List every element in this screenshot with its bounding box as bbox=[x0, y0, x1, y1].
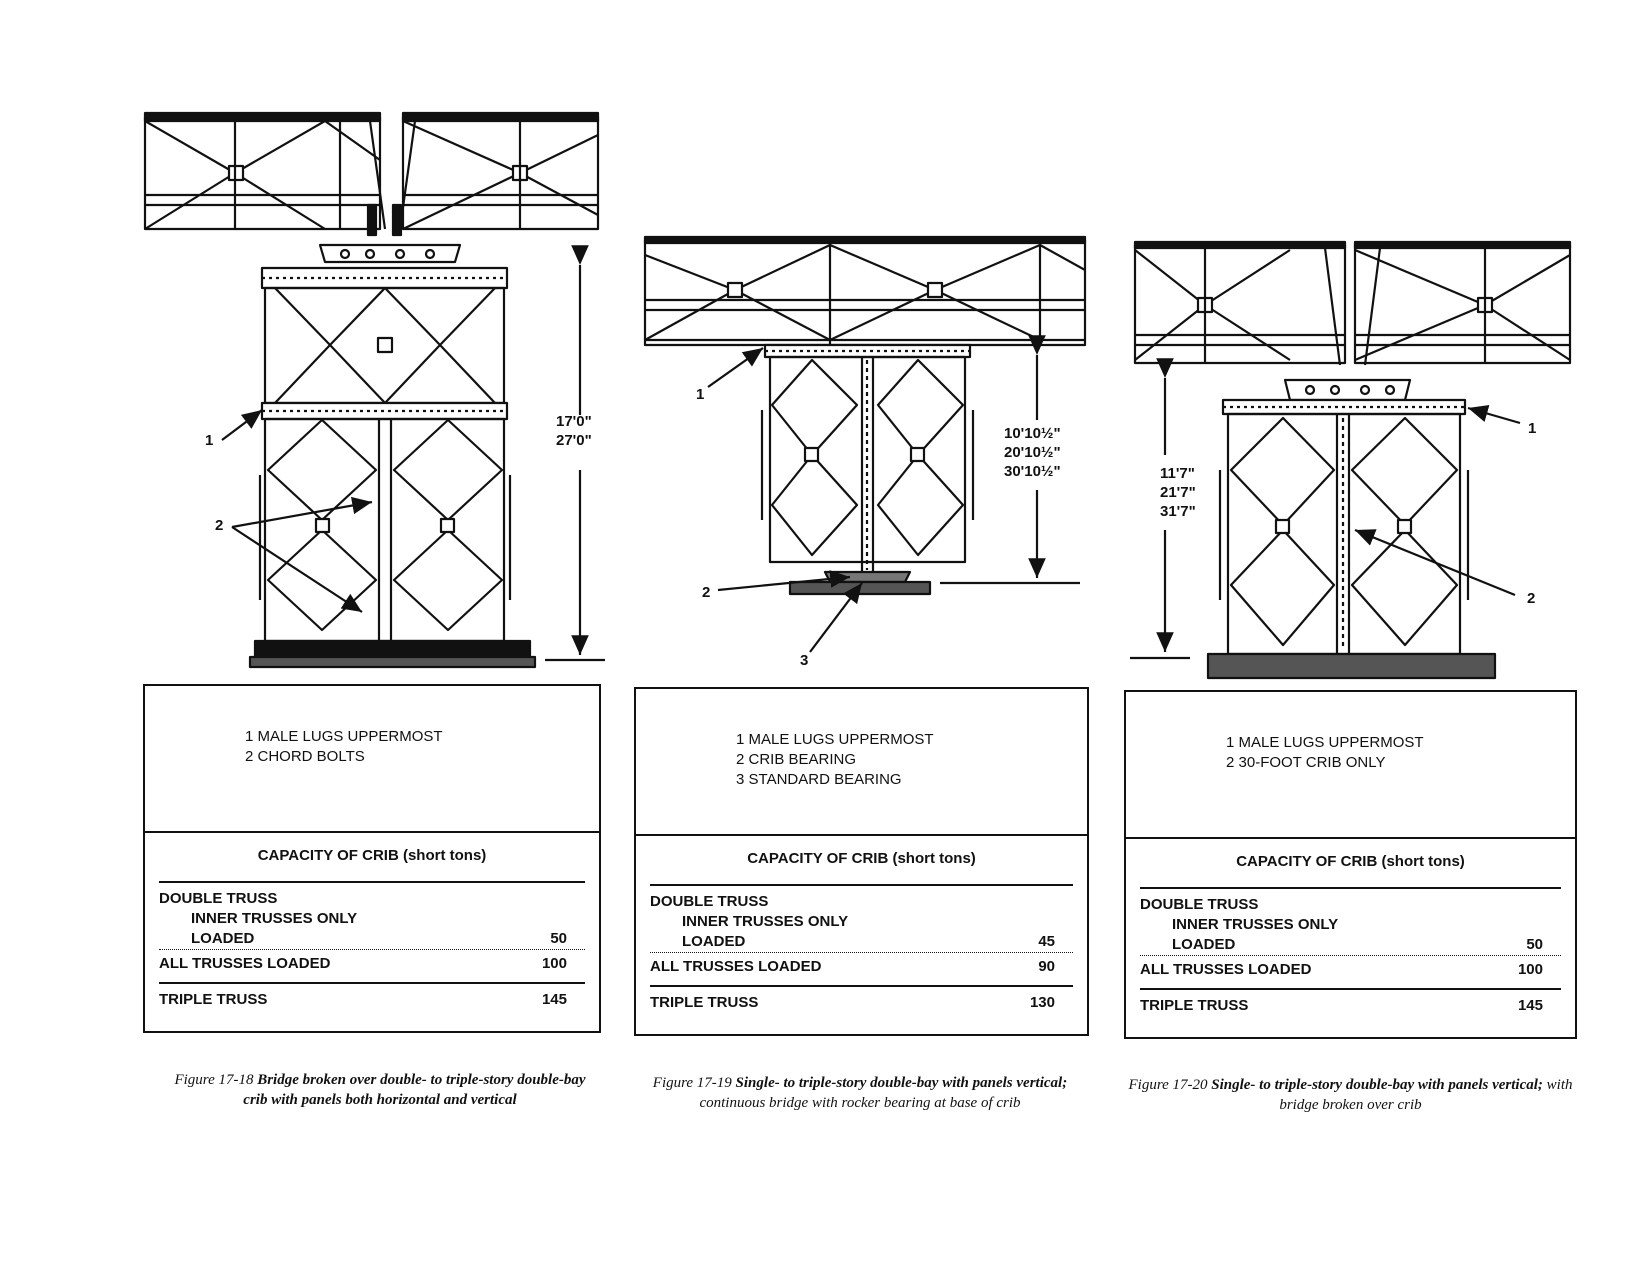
fig19-dimension-labels: 10'10½" 20'10½" 30'10½" bbox=[1004, 424, 1061, 481]
fig18-loaded-value: 50 bbox=[550, 930, 567, 947]
fig19-legend-item-1: 1 MALE LUGS UPPERMOST bbox=[736, 731, 934, 748]
fig20-triple-truss-label: TRIPLE TRUSS bbox=[1140, 997, 1249, 1014]
fig18-dimension-1: 17'0" bbox=[556, 413, 592, 430]
fig20-dimension-1: 11'7" bbox=[1160, 465, 1195, 482]
fig20-legend: 1 MALE LUGS UPPERMOST 2 30-FOOT CRIB ONL… bbox=[1226, 733, 1424, 773]
fig18-all-trusses-value: 100 bbox=[541, 955, 567, 972]
fig19-double-truss: DOUBLE TRUSS bbox=[650, 893, 769, 910]
fig20-legend-item-1: 1 MALE LUGS UPPERMOST bbox=[1226, 734, 1424, 751]
fig20-dimension-2: 21'7" bbox=[1160, 484, 1196, 501]
fig19-triple-truss-value: 130 bbox=[1029, 994, 1055, 1011]
fig20-inner-trusses-only: INNER TRUSSES ONLY bbox=[1172, 916, 1339, 933]
fig20-loaded-value: 50 bbox=[1526, 936, 1543, 953]
fig19-dimension-3: 30'10½" bbox=[1004, 463, 1061, 480]
fig18-double-truss: DOUBLE TRUSS bbox=[159, 890, 278, 907]
fig18-legend: 1 MALE LUGS UPPERMOST 2 CHORD BOLTS bbox=[245, 727, 443, 767]
fig19-capacity-table: CAPACITY OF CRIB (short tons) DOUBLE TRU… bbox=[636, 834, 1087, 1034]
fig19-dimension-1: 10'10½" bbox=[1004, 425, 1061, 442]
fig19-drawing bbox=[643, 235, 1087, 653]
fig20-caption: Figure 17-20 Single- to triple-story dou… bbox=[1128, 1075, 1573, 1115]
fig19-caption-bold: Single- to triple-story double-bay with … bbox=[735, 1075, 1068, 1091]
fig18-inner-trusses-only: INNER TRUSSES ONLY bbox=[191, 910, 358, 927]
fig18-caption-bold: Bridge broken over double- to triple-sto… bbox=[243, 1072, 586, 1108]
fig20-info-box: 1 MALE LUGS UPPERMOST 2 30-FOOT CRIB ONL… bbox=[1124, 690, 1577, 1039]
fig19-inner-trusses-only: INNER TRUSSES ONLY bbox=[682, 913, 849, 930]
fig19-triple-truss-label: TRIPLE TRUSS bbox=[650, 994, 759, 1011]
fig18-legend-item-1: 1 MALE LUGS UPPERMOST bbox=[245, 728, 443, 745]
fig20-drawing bbox=[1130, 240, 1572, 680]
fig19-legend-item-3: 3 STANDARD BEARING bbox=[736, 771, 902, 788]
fig20-caption-bold: Single- to triple-story double-bay with … bbox=[1211, 1077, 1543, 1093]
fig18-capacity-title: CAPACITY OF CRIB (short tons) bbox=[257, 847, 487, 864]
fig18-legend-item-2: 2 CHORD BOLTS bbox=[245, 748, 365, 765]
fig19-loaded-value: 45 bbox=[1038, 933, 1055, 950]
fig20-all-trusses-value: 100 bbox=[1517, 961, 1543, 978]
fig19-legend: 1 MALE LUGS UPPERMOST 2 CRIB BEARING 3 S… bbox=[736, 730, 934, 790]
fig19-callout-1: 1 bbox=[696, 386, 705, 403]
fig20-capacity-title: CAPACITY OF CRIB (short tons) bbox=[1236, 853, 1465, 870]
fig18-caption-number: Figure 17-18 bbox=[174, 1072, 254, 1088]
fig20-triple-truss-value: 145 bbox=[1517, 997, 1543, 1014]
fig18-triple-truss-value: 145 bbox=[541, 991, 567, 1008]
fig20-dimension-3: 31'7" bbox=[1160, 503, 1196, 520]
fig19-caption: Figure 17-19 Single- to triple-story dou… bbox=[640, 1073, 1080, 1113]
fig18-callout-2: 2 bbox=[215, 517, 224, 534]
fig20-legend-item-2: 2 30-FOOT CRIB ONLY bbox=[1226, 754, 1386, 771]
fig18-info-box: 1 MALE LUGS UPPERMOST 2 CHORD BOLTS CAPA… bbox=[143, 684, 601, 1033]
fig20-dimension-labels: 11'7" 21'7" 31'7" bbox=[1160, 464, 1196, 521]
fig18-callout-1: 1 bbox=[205, 432, 214, 449]
fig20-loaded-label: LOADED bbox=[1172, 936, 1236, 953]
fig20-caption-rest: with bridge broken over crib bbox=[1279, 1077, 1573, 1113]
fig19-loaded-label: LOADED bbox=[682, 933, 746, 950]
fig20-callout-1: 1 bbox=[1528, 420, 1537, 437]
fig19-all-trusses-label: ALL TRUSSES LOADED bbox=[650, 958, 822, 975]
fig18-drawing bbox=[143, 111, 605, 669]
fig19-legend-item-2: 2 CRIB BEARING bbox=[736, 751, 857, 768]
fig18-triple-truss-label: TRIPLE TRUSS bbox=[159, 991, 268, 1008]
fig19-dimension-2: 20'10½" bbox=[1004, 444, 1061, 461]
fig20-capacity-table: CAPACITY OF CRIB (short tons) DOUBLE TRU… bbox=[1126, 837, 1575, 1037]
fig19-caption-number: Figure 17-19 bbox=[652, 1075, 732, 1091]
fig20-double-truss: DOUBLE TRUSS bbox=[1140, 896, 1259, 913]
fig18-all-trusses-label: ALL TRUSSES LOADED bbox=[159, 955, 331, 972]
fig18-dimension-2: 27'0" bbox=[556, 432, 592, 449]
fig20-all-trusses-label: ALL TRUSSES LOADED bbox=[1140, 961, 1312, 978]
fig18-dimension-labels: 17'0" 27'0" bbox=[556, 412, 592, 450]
fig18-loaded-label: LOADED bbox=[191, 930, 255, 947]
fig20-callout-2: 2 bbox=[1527, 590, 1536, 607]
fig19-callout-3: 3 bbox=[800, 652, 809, 669]
fig20-caption-number: Figure 17-20 bbox=[1128, 1077, 1208, 1093]
fig18-caption: Figure 17-18 Bridge broken over double- … bbox=[170, 1070, 590, 1110]
fig18-capacity-table: CAPACITY OF CRIB (short tons) DOUBLE TRU… bbox=[145, 831, 599, 1031]
fig19-capacity-title: CAPACITY OF CRIB (short tons) bbox=[747, 850, 976, 867]
fig19-caption-rest: continuous bridge with rocker bearing at… bbox=[699, 1095, 1021, 1111]
fig19-info-box: 1 MALE LUGS UPPERMOST 2 CRIB BEARING 3 S… bbox=[634, 687, 1089, 1036]
fig19-all-trusses-value: 90 bbox=[1038, 958, 1055, 975]
fig19-callout-2: 2 bbox=[702, 584, 711, 601]
